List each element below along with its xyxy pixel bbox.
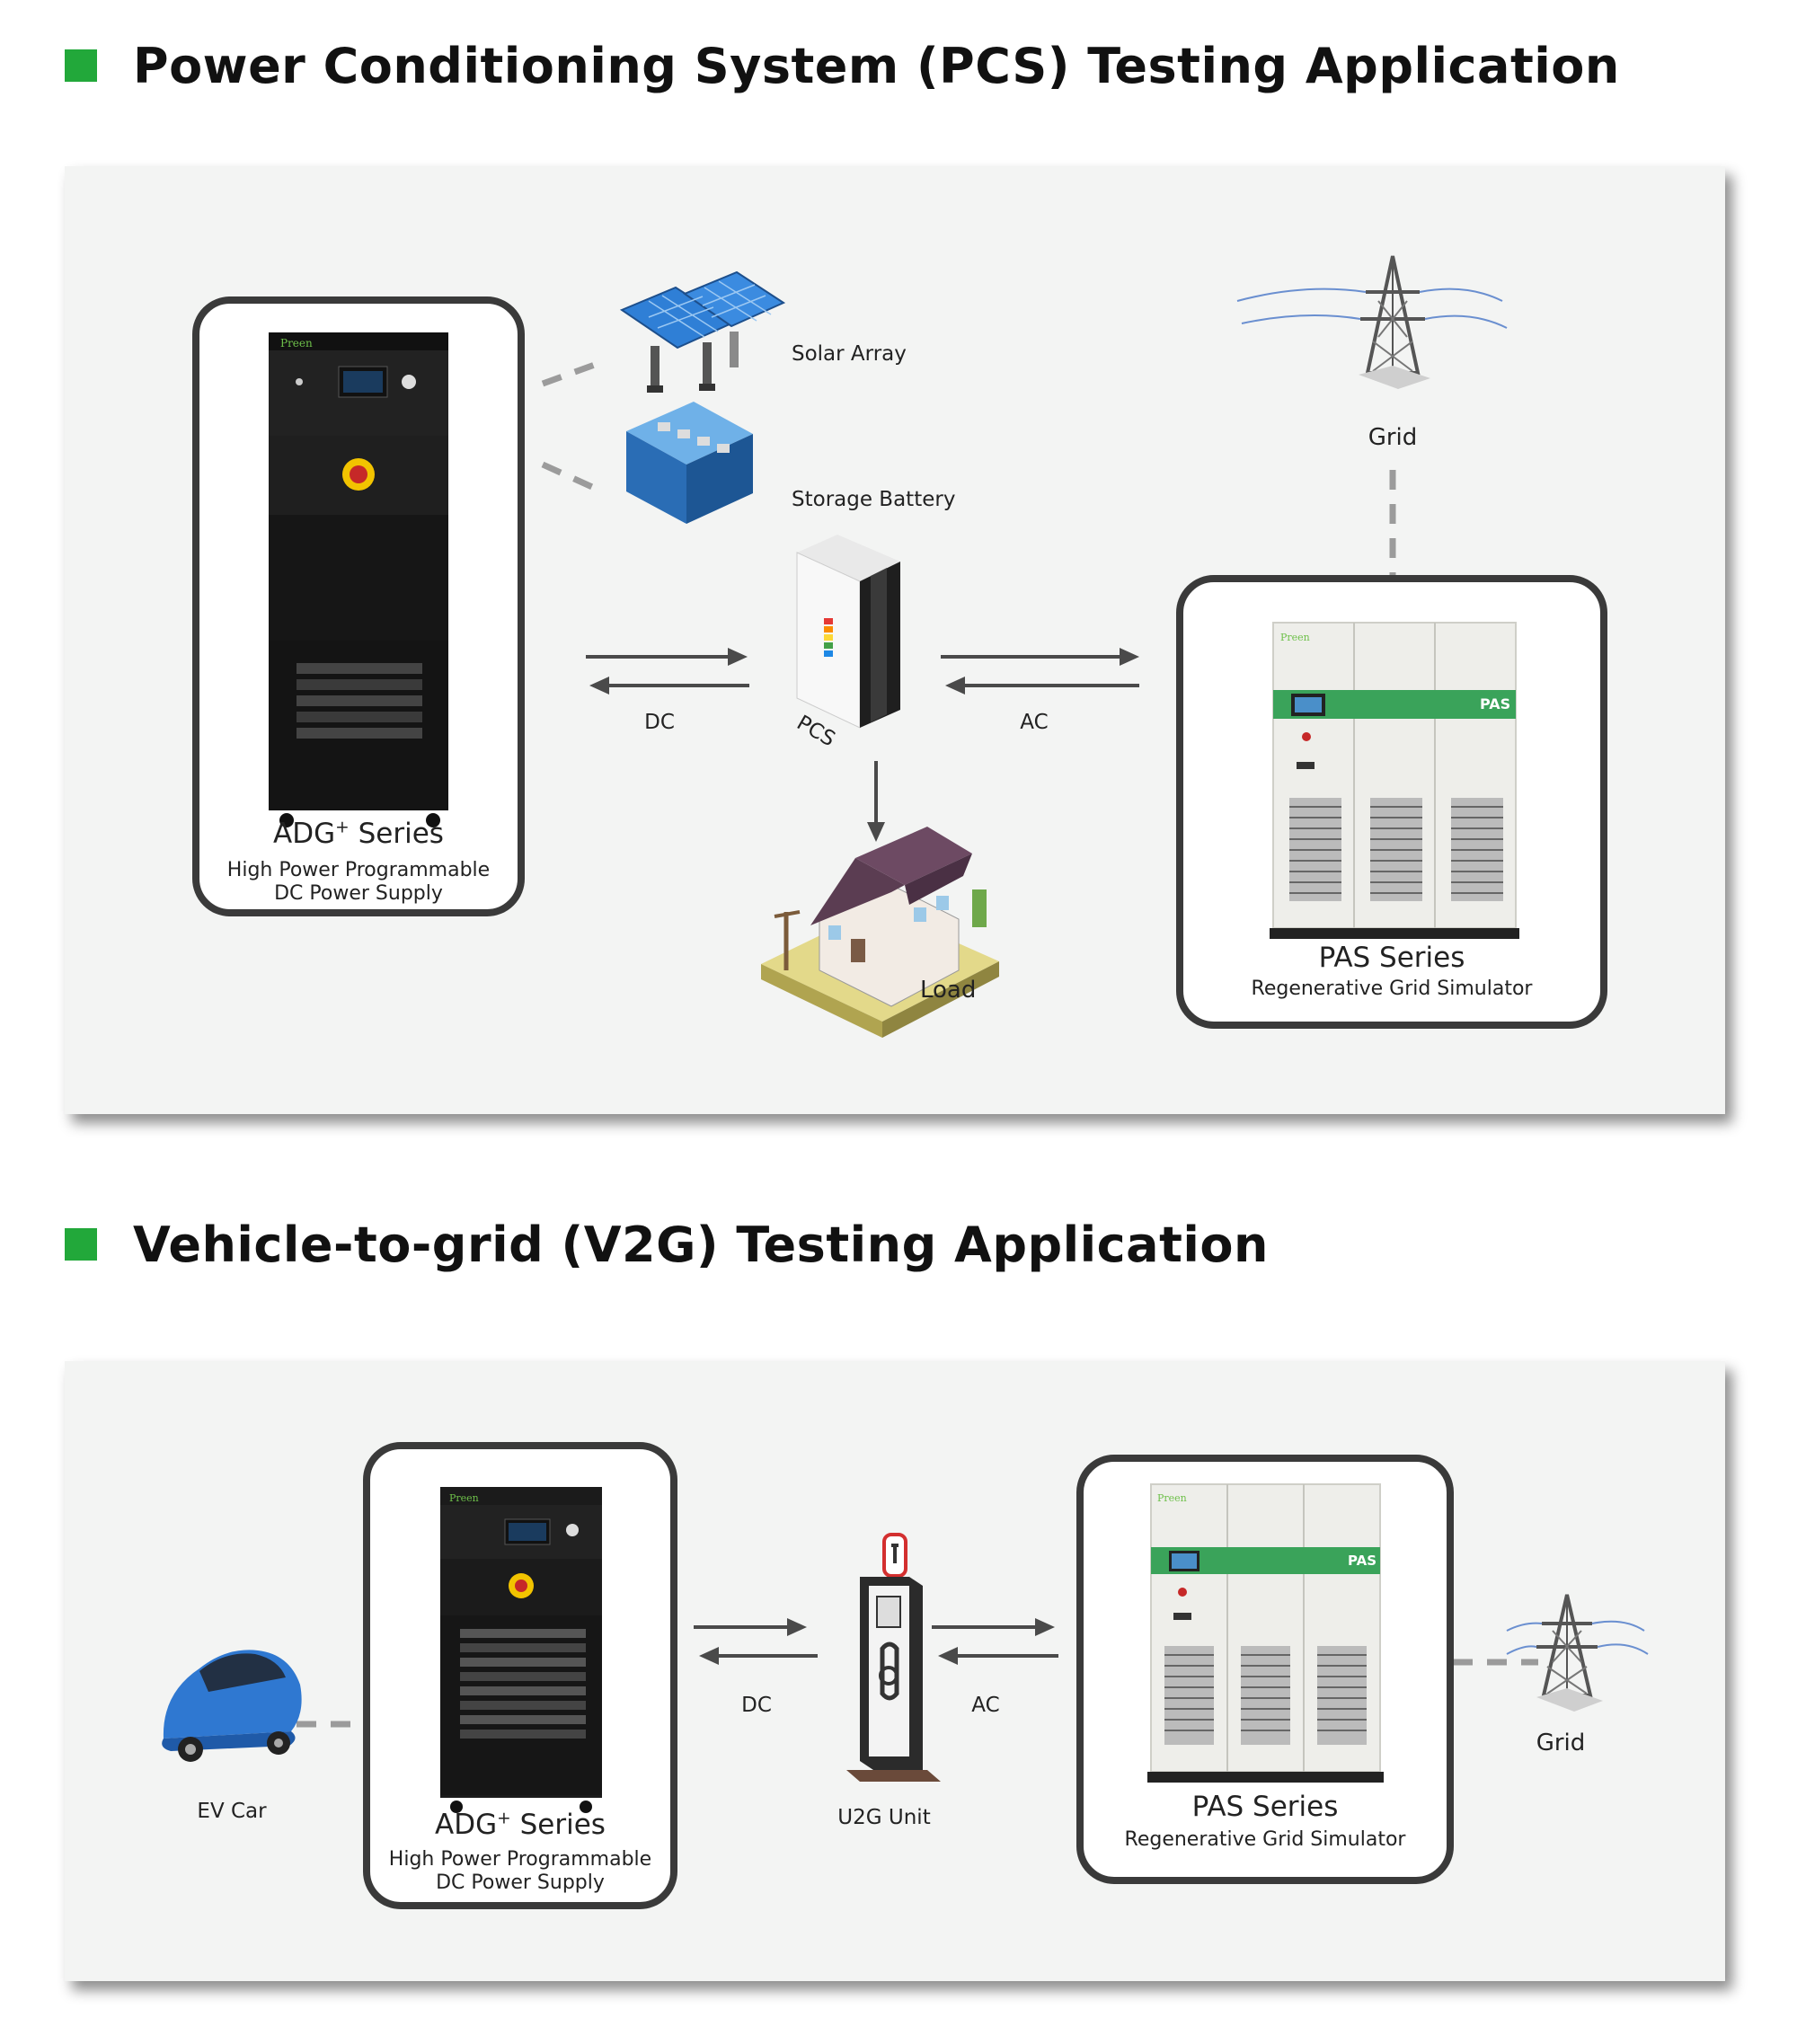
pas-series-card: Preen PAS PAS Series Regenerative Grid S… <box>1076 1455 1454 1884</box>
adg-series-name: ADG+ Series <box>273 818 444 850</box>
u2g-unit-icon <box>846 1533 941 1782</box>
adg-series-desc: High Power Programmable DC Power Supply <box>388 1848 652 1894</box>
section-title-text: Power Conditioning System (PCS) Testing … <box>133 37 1620 94</box>
adg-series-name: ADG+ Series <box>435 1809 606 1841</box>
adg-battery-link <box>541 461 604 495</box>
pas-brand-mark: Preen <box>1280 632 1310 643</box>
adg-series-desc: High Power Programmable DC Power Supply <box>226 859 491 905</box>
pas-series-card: Preen PAS PAS Series Regenerative Grid S… <box>1176 575 1607 1029</box>
grid-label: Grid <box>1368 424 1418 451</box>
ac-label: AC <box>1020 711 1049 734</box>
solar-array-icon <box>619 270 786 393</box>
dc-label: DC <box>741 1694 772 1717</box>
solar-array-label: Solar Array <box>792 342 907 366</box>
load-label: Load <box>920 977 977 1004</box>
ev-car-label: EV Car <box>197 1800 267 1823</box>
adg-series-card: Preen ADG+ Series High Power Programmabl… <box>192 296 525 916</box>
adg-solar-link <box>541 358 604 387</box>
pcs-connectors <box>541 255 1508 1038</box>
pas-cabinet-image: Preen PAS <box>1147 1483 1384 1783</box>
adg-cabinet-image: Preen <box>269 332 448 827</box>
grid-tower-icon <box>1506 1594 1649 1712</box>
title-bullet <box>65 1228 97 1261</box>
pas-badge: PAS <box>1480 695 1510 712</box>
pas-badge: PAS <box>1348 1553 1377 1569</box>
brand-mark: Preen <box>280 337 313 350</box>
adg-series-card: Preen ADG+ Series High Power Programmabl… <box>363 1442 677 1909</box>
pcs-unit-icon <box>796 535 900 729</box>
brand-mark: Preen <box>449 1492 479 1504</box>
u2g-unit-label: U2G Unit <box>837 1806 931 1829</box>
pas-cabinet-image: Preen PAS <box>1270 622 1519 939</box>
storage-battery-icon <box>626 402 753 524</box>
pcs-diagram-panel: Preen ADG+ Series High Power Programmabl… <box>65 166 1725 1114</box>
storage-battery-label: Storage Battery <box>792 488 956 511</box>
section-title-pcs: Power Conditioning System (PCS) Testing … <box>65 34 1620 97</box>
pas-brand-mark: Preen <box>1157 1492 1187 1504</box>
ac-label: AC <box>971 1694 1000 1717</box>
pas-series-desc: Regenerative Grid Simulator <box>1124 1828 1406 1851</box>
grid-label: Grid <box>1536 1730 1586 1756</box>
dc-label: DC <box>644 711 675 734</box>
pas-series-name: PAS Series <box>1318 942 1465 974</box>
v2g-diagram-panel: Preen ADG+ Series High Power Programmabl… <box>65 1361 1725 1981</box>
grid-tower-icon <box>1236 255 1508 389</box>
pas-series-desc: Regenerative Grid Simulator <box>1251 978 1533 1000</box>
title-bullet <box>65 49 97 82</box>
section-title-text: Vehicle-to-grid (V2G) Testing Applicatio… <box>133 1216 1269 1273</box>
pas-series-name: PAS Series <box>1191 1791 1339 1823</box>
v2g-connectors <box>162 1533 1649 1782</box>
adg-cabinet-image: Preen <box>440 1487 602 1813</box>
section-title-v2g: Vehicle-to-grid (V2G) Testing Applicatio… <box>65 1213 1269 1276</box>
load-house-icon <box>761 827 999 1038</box>
ev-car-icon <box>162 1650 302 1762</box>
